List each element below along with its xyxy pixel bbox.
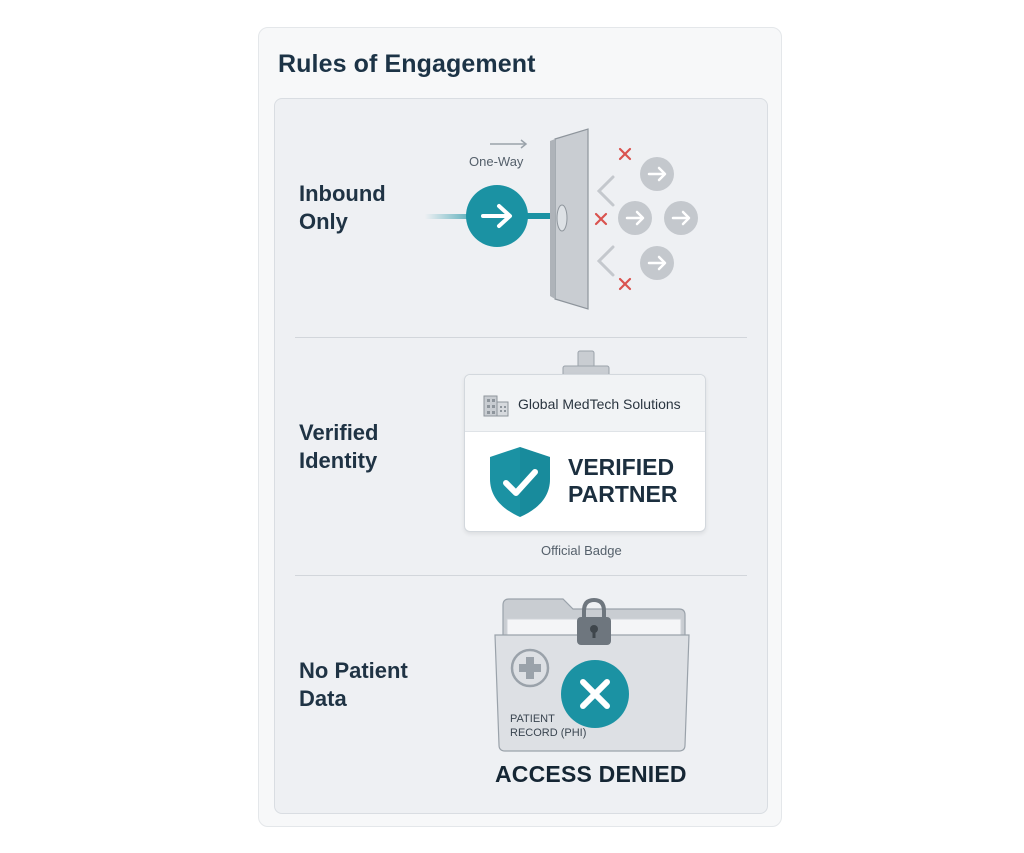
rules-card: Rules of Engagement Inbound Only One-Way <box>258 27 782 827</box>
verified-badge: Global MedTech Solutions VERIFIED PARTNE… <box>464 374 706 532</box>
lock-icon <box>577 597 611 645</box>
section-divider <box>295 575 747 576</box>
badge-header: Global MedTech Solutions <box>465 375 705 432</box>
blocked-outbound-icon <box>594 147 698 291</box>
x-circle-icon <box>561 660 629 728</box>
patient-record-label: Patient Record (PHI) <box>510 713 587 739</box>
access-denied-label: ACCESS DENIED <box>495 761 687 787</box>
rule-label-inbound: Inbound Only <box>299 181 386 234</box>
wall-icon <box>550 128 589 310</box>
one-way-arrow-icon <box>490 139 528 149</box>
section-divider <box>295 337 747 338</box>
building-icon <box>483 395 509 417</box>
badge-caption: Official Badge <box>541 543 622 558</box>
badge-status: VERIFIED PARTNER <box>568 454 678 507</box>
rules-panel: Inbound Only One-Way <box>274 98 768 814</box>
one-way-caption: One-Way <box>469 154 524 169</box>
rule-label-verified: Verified Identity <box>299 420 379 473</box>
rule-label-no-patient-data: No Patient Data <box>299 658 408 711</box>
badge-org-name: Global MedTech Solutions <box>518 396 681 412</box>
card-title: Rules of Engagement <box>278 50 536 78</box>
shield-check-icon <box>490 447 550 517</box>
